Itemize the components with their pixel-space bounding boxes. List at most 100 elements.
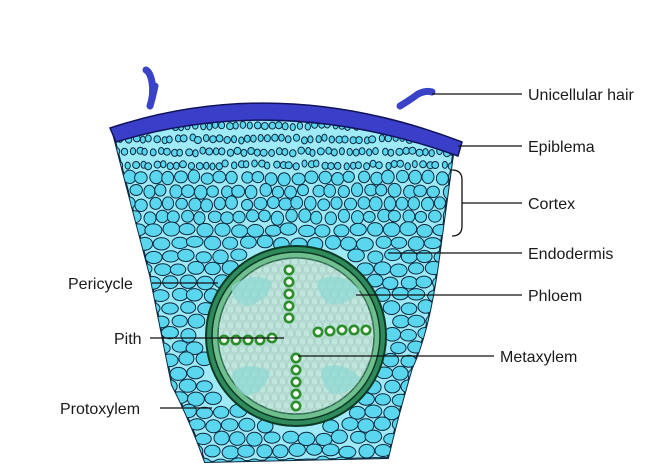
cortex-cell (231, 224, 249, 238)
cortex-cell (314, 455, 331, 463)
cortex-cell (330, 429, 348, 444)
cortex-cell (152, 237, 171, 251)
cortex-cell (415, 457, 433, 463)
pith-cell (318, 345, 327, 354)
pith-cell (282, 258, 291, 266)
cortex-cell (131, 110, 140, 119)
cortex-cell (415, 148, 424, 157)
cortex-cell (372, 147, 379, 156)
cortex-cell (218, 121, 226, 130)
cortex-cell (402, 146, 410, 155)
cortex-cell (104, 136, 110, 143)
cortex-cell (185, 235, 204, 248)
cortex-cell (120, 445, 138, 459)
cortex-cell (253, 196, 268, 211)
cortex-cell (297, 184, 309, 197)
pith-cell (282, 337, 291, 346)
cortex-cell (426, 110, 434, 119)
cortex-cell (304, 170, 319, 184)
cortex-cell (253, 148, 261, 157)
pith-cell (302, 265, 311, 274)
cortex-cell (417, 354, 434, 368)
cortex-cell (247, 147, 255, 155)
cortex-cell (166, 162, 174, 171)
metaxylem-vessel (283, 288, 295, 300)
cortex-cell (171, 287, 189, 302)
cortex-cell (290, 195, 304, 210)
cortex-cell (113, 378, 128, 393)
cortex-cell (262, 96, 268, 103)
cortex-cell (275, 121, 283, 130)
pith-cell (302, 361, 311, 370)
cortex-cell (177, 431, 195, 447)
cortex-cell (391, 417, 409, 432)
cortex-cell (120, 235, 138, 248)
cortex-cell (400, 302, 418, 316)
cortex-cell (187, 96, 192, 103)
cortex-cell (341, 135, 349, 144)
cortex-cell (395, 147, 404, 156)
pith-cell (318, 393, 327, 402)
cortex-cell (443, 236, 455, 251)
cortex-cell (113, 209, 116, 223)
pith-cell (310, 393, 319, 402)
cortex-cell (266, 196, 280, 209)
cortex-cell (238, 417, 256, 432)
cortex-cell (116, 110, 125, 119)
cortex-cell (233, 146, 242, 155)
cortex-cell (374, 444, 392, 457)
cortex-cell (145, 457, 164, 463)
pith-cell (250, 321, 259, 330)
cortex-cell (387, 148, 395, 157)
cortex-cell (144, 223, 163, 237)
cortex-cell (124, 161, 131, 170)
pith-cell (310, 297, 319, 306)
cortex-cell (218, 147, 226, 156)
pith-cell (302, 393, 311, 402)
cortex-cell (152, 342, 171, 355)
cortex-cell (425, 445, 443, 459)
cortex-cell (418, 405, 436, 419)
cortex-cell (113, 313, 120, 327)
cortex-cell (223, 136, 231, 144)
pith-cell (310, 377, 319, 386)
cortex-cell (120, 147, 129, 156)
cortex-cell (452, 183, 455, 197)
cortex-cell (428, 122, 436, 131)
cortex-cell (375, 235, 392, 249)
cortex-cell (309, 148, 316, 157)
pith-cell (302, 377, 311, 386)
pith-cell (254, 393, 263, 402)
cortex-cell (238, 136, 245, 145)
pith-cell (358, 345, 367, 354)
cortex-cell (461, 444, 478, 457)
pith-cell (346, 353, 355, 362)
cortex-cell (270, 210, 285, 226)
cortex-cell (324, 211, 337, 226)
cortex-cell (288, 442, 306, 457)
pith-cell (254, 345, 263, 354)
pith-cell (242, 353, 251, 362)
cortex-cell (417, 430, 434, 444)
cortex-cell (169, 263, 187, 276)
cortex-cell (142, 97, 147, 104)
cortex-cell (153, 160, 162, 169)
cortex-cell (232, 121, 239, 130)
cortex-cell (417, 380, 434, 394)
cortex-cell (116, 209, 130, 223)
pith-cell (298, 337, 307, 346)
cortex-cell (366, 148, 373, 157)
cortex-cell (459, 419, 476, 432)
pith-cell (306, 289, 315, 298)
cortex-cell (425, 341, 444, 356)
cortex-cell (434, 378, 451, 393)
pith-cell (350, 345, 359, 354)
pith-cell (278, 329, 287, 338)
cortex-cell (141, 147, 148, 156)
cortex-cell (158, 147, 165, 155)
pith-cell (346, 305, 355, 314)
cortex-cell (279, 222, 298, 236)
cortex-cell (108, 97, 113, 104)
cortex-cell (318, 170, 332, 185)
cortex-cell (264, 224, 282, 237)
